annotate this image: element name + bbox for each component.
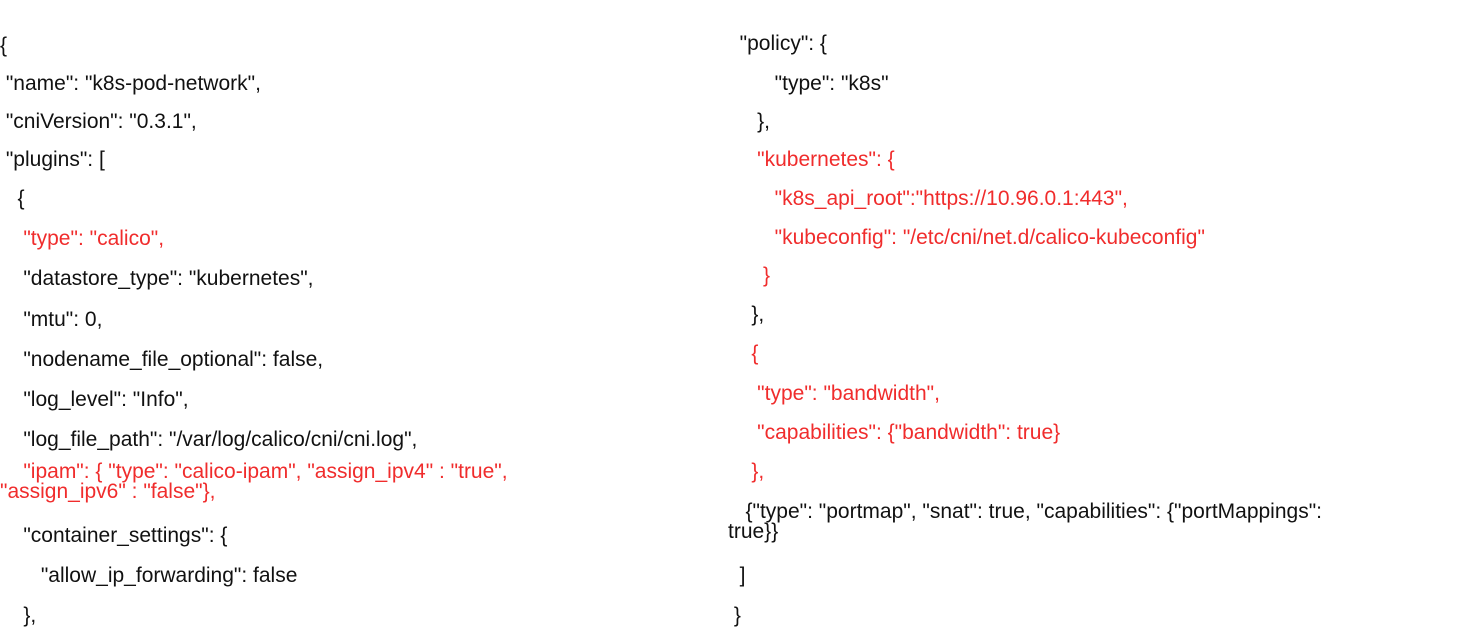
code-line-highlighted: "kubernetes": { [728,148,895,171]
code-line: "log_level": "Info", [0,388,189,411]
code-line: { [0,34,8,57]
code-line: }, [0,604,37,627]
code-line: "log_file_path": "/var/log/calico/cni/cn… [0,428,418,451]
code-line: "type": "k8s" [728,72,889,95]
code-line: "plugins": [ [0,148,105,171]
code-line: "name": "k8s-pod-network", [0,72,261,95]
code-line-highlighted: "kubeconfig": "/etc/cni/net.d/calico-kub… [728,226,1205,249]
code-line: "datastore_type": "kubernetes", [0,267,314,290]
code-line: "container_settings": { [0,524,228,547]
code-line-highlighted: "capabilities": {"bandwidth": true} [728,421,1061,444]
code-line: } [728,604,741,627]
code-line: }, [728,110,771,133]
code-line: "policy": { [728,32,827,55]
code-line-highlighted: }, [728,460,765,483]
code-line: "nodename_file_optional": false, [0,348,324,371]
code-line: }, [728,303,765,326]
code-line-highlighted: "type": "calico", [0,227,165,250]
code-line-highlighted: "type": "bandwidth", [728,382,940,405]
code-line: {"type": "portmap", "snat": true, "capab… [728,500,1322,543]
code-line-highlighted: "ipam": { "type": "calico-ipam", "assign… [0,460,508,503]
code-line-highlighted: } [728,264,771,287]
code-line: "allow_ip_forwarding": false [0,564,298,587]
code-line: "mtu": 0, [0,308,103,331]
code-line: "cniVersion": "0.3.1", [0,110,197,133]
code-line: { [0,187,25,210]
code-line-highlighted: { [728,342,759,365]
code-line-highlighted: "k8s_api_root":"https://10.96.0.1:443", [728,187,1128,210]
code-line: ] [728,564,746,587]
